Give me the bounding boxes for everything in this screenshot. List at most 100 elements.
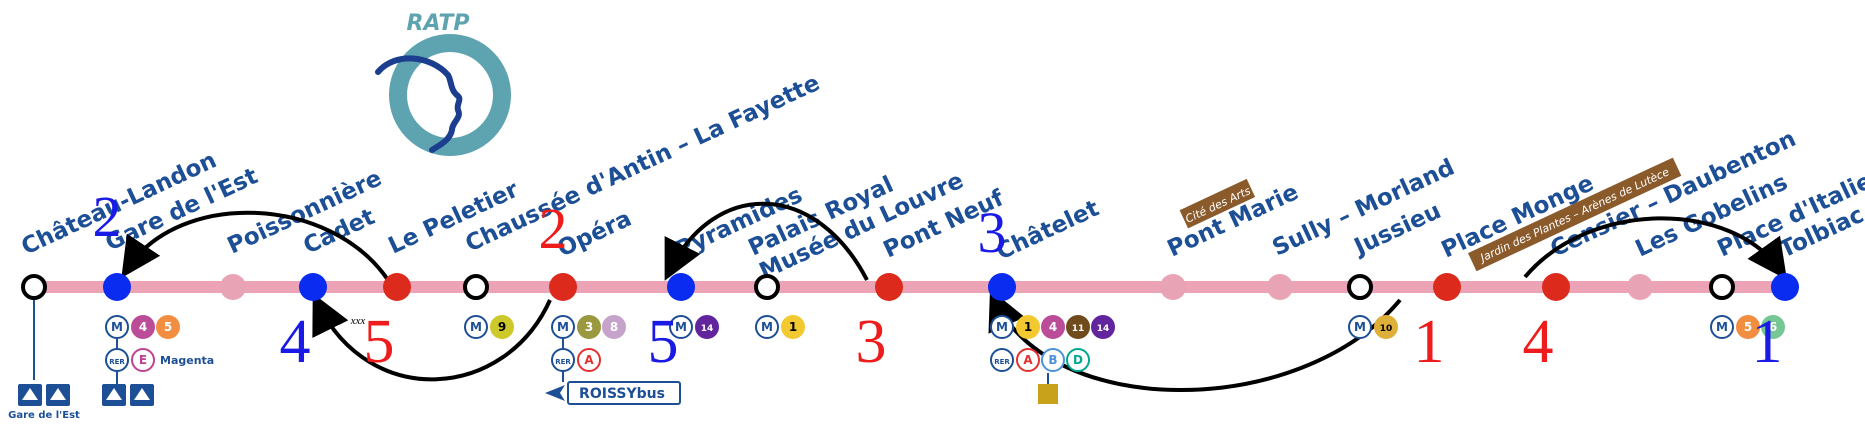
- ratp-logo-text: RATP: [407, 11, 470, 36]
- order-number-bottom-tolbiac: 1: [1752, 308, 1783, 376]
- metro-line-1-chatelet[interactable]: [1016, 315, 1040, 339]
- arrow-opera-to-cadet: [312, 293, 552, 382]
- station-marker-pont-marie[interactable]: [1160, 274, 1186, 300]
- roissybus-box: [567, 381, 681, 405]
- metro-symbol-chatelet-label: M: [996, 320, 1008, 334]
- station-marker-tolbiac[interactable]: [1771, 273, 1799, 301]
- arrow-pont-neuf-to-pyramides: [664, 201, 869, 281]
- arrow-place-monge-to-chatelet: [988, 289, 1402, 392]
- roissybus-badge: ROISSYbus: [545, 381, 681, 405]
- metro-line-10-jussieu-label: 10: [1380, 324, 1393, 334]
- metro-line-14-chatelet[interactable]: [1091, 315, 1115, 339]
- order-number-bottom-le-peletier: 5: [364, 308, 395, 376]
- arrow-censier-to-tolbiac: [1523, 216, 1787, 280]
- station-marker-jussieu[interactable]: [1347, 274, 1373, 300]
- roissybus-label: ROISSYbus: [579, 386, 665, 402]
- metro-line-5-gare-de-lest[interactable]: [156, 315, 180, 339]
- order-number-bottom-place-monge: 1: [1414, 308, 1445, 376]
- metro-symbol-place-italie[interactable]: [1710, 315, 1734, 339]
- train-glyph: [22, 388, 66, 400]
- station-marker-poissonniere[interactable]: [220, 274, 246, 300]
- rer-line-A-chatelet[interactable]: [1016, 348, 1040, 372]
- station-marker-gare-de-l-est[interactable]: [103, 273, 131, 301]
- arrow-le-peletier-to-gare-de-lest: [121, 210, 390, 282]
- metro-line-11-chatelet-label: 11: [1072, 324, 1085, 334]
- rer-line-B-chatelet-label: B: [1048, 353, 1057, 367]
- order-number-top-gare-de-l-est: 2: [93, 184, 122, 249]
- metro-line-8-opera-label: 8: [610, 320, 618, 334]
- metro-symbol-chaussee[interactable]: [464, 315, 488, 339]
- gare-de-lest-footer-label: Gare de l'Est: [8, 410, 80, 421]
- station-marker-place-monge[interactable]: [1433, 273, 1461, 301]
- metro-line-14-pyramides-label: 14: [701, 324, 714, 334]
- station-marker-place-d-italie[interactable]: [1709, 274, 1735, 300]
- xxx-annotation: xxx: [350, 315, 366, 327]
- metro-line-6-place-italie-label: 6: [1769, 320, 1777, 334]
- metro-symbol-place-italie-label: M: [1716, 320, 1728, 334]
- metro-line-10-jussieu[interactable]: [1374, 315, 1398, 339]
- station-label-line: Châtelet: [993, 195, 1104, 265]
- metro-line-4-gare-de-lest-label: 4: [139, 320, 147, 334]
- metro-line-14-chatelet-label: 14: [1097, 324, 1110, 334]
- order-number-bottom-pont-neuf: 3: [856, 308, 887, 376]
- metro-symbol-chaussee-label: M: [470, 320, 482, 334]
- station-marker-pyramides[interactable]: [667, 273, 695, 301]
- metro-symbol-opera-label: M: [557, 320, 569, 334]
- rer-symbol-chatelet-label: RER: [994, 358, 1010, 366]
- metro-line-11-chatelet[interactable]: [1066, 315, 1090, 339]
- metro-line-9-chaussee-label: 9: [498, 320, 506, 334]
- station-marker-chateau-landon[interactable]: [21, 274, 47, 300]
- rer-line-D-chatelet-label: D: [1073, 353, 1083, 367]
- metro-line-4-chatelet[interactable]: [1041, 315, 1065, 339]
- rer-symbol-chatelet[interactable]: [990, 348, 1014, 372]
- metro-line-1-palais-royal[interactable]: [781, 315, 805, 339]
- metro-line-3-opera[interactable]: [577, 315, 601, 339]
- station-marker-chatelet[interactable]: [988, 273, 1016, 301]
- metro-line-1-chatelet-label: 1: [1024, 320, 1032, 334]
- station-marker-opera[interactable]: [549, 273, 577, 301]
- metro-symbol-palais-royal-label: M: [761, 320, 773, 334]
- train-glyph: [106, 388, 150, 400]
- rer-symbol-gare-de-lest-label: RER: [109, 358, 125, 366]
- rer-line-A-opera[interactable]: [577, 348, 601, 372]
- metro-symbol-jussieu-label: M: [1354, 320, 1366, 334]
- rer-line-A-opera-label: A: [584, 353, 594, 367]
- metro-symbol-pyramides[interactable]: [669, 315, 693, 339]
- gare-de-lest-train-icons: Gare de l'Est: [8, 384, 154, 421]
- order-number-bottom-cadet: 4: [280, 308, 311, 376]
- station-marker-palais-royal[interactable]: [754, 274, 780, 300]
- station-marker-cadet[interactable]: [299, 273, 327, 301]
- metro-line-3-opera-label: 3: [585, 320, 593, 334]
- station-label-chatelet: Châtelet: [993, 195, 1104, 265]
- metro-line-5-place-italie[interactable]: [1736, 315, 1760, 339]
- metro-line-5-place-italie-label: 5: [1744, 320, 1752, 334]
- rer-line-D-chatelet[interactable]: [1066, 348, 1090, 372]
- station-marker-sully-morland[interactable]: [1267, 274, 1293, 300]
- metro-symbol-palais-royal[interactable]: [755, 315, 779, 339]
- metro-line-9-chaussee[interactable]: [490, 315, 514, 339]
- station-marker-pont-neuf[interactable]: [875, 273, 903, 301]
- metro-line-14-pyramides[interactable]: [695, 315, 719, 339]
- metro-line-8-opera[interactable]: [602, 315, 626, 339]
- metro-line-5-gare-de-lest-label: 5: [164, 320, 172, 334]
- ratp-logo-ring: [389, 34, 511, 156]
- station-marker-censier-daubenton[interactable]: [1542, 273, 1570, 301]
- rer-line-B-chatelet[interactable]: [1041, 348, 1065, 372]
- arrows: [121, 201, 1787, 392]
- metro-line-4-chatelet-label: 4: [1049, 320, 1057, 334]
- metro-line-6-place-italie[interactable]: [1761, 315, 1785, 339]
- rer-line-E-gare-de-lest[interactable]: [131, 348, 155, 372]
- station-marker-les-gobelins[interactable]: [1627, 274, 1653, 300]
- metro-symbol-chatelet[interactable]: [990, 315, 1014, 339]
- metro-symbol-jussieu[interactable]: [1348, 315, 1372, 339]
- order-number-top-chatelet: 3: [978, 200, 1007, 265]
- station-marker-le-peletier[interactable]: [383, 273, 411, 301]
- chatelet-small-box: [1038, 384, 1058, 404]
- station-marker-chaussee-d-antin-la-fayette[interactable]: [463, 274, 489, 300]
- magenta-label: Magenta: [160, 354, 214, 367]
- metro-line-4-gare-de-lest[interactable]: [131, 315, 155, 339]
